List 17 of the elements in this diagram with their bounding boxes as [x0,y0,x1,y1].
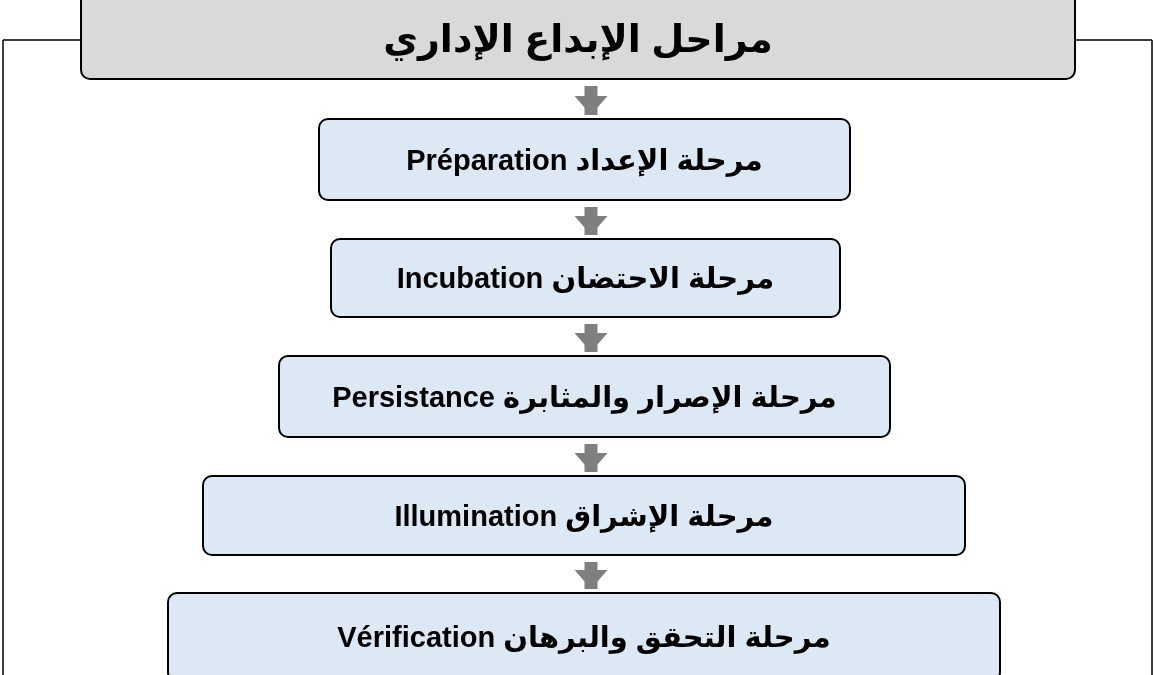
title-box [80,0,1076,80]
arrow [574,86,608,115]
arrow [574,207,608,235]
arrow [574,444,608,472]
stage-box [330,238,841,318]
stage-box [167,592,1001,675]
title-text: مراحل الإبداع الإداري [383,17,773,61]
arrow [574,324,608,352]
stage-label: Préparation مرحلة الإعداد [406,142,763,177]
stage-box [278,355,891,438]
stage-label: Vérification مرحلة التحقق والبرهان [337,620,831,654]
stage-label: Incubation مرحلة الاحتضان [396,261,775,295]
stage-label: Persistance مرحلة الإصرار والمثابرة [332,379,837,414]
arrow [574,562,608,589]
stage-label: Illumination مرحلة الإشراق [394,498,774,533]
stage-box [202,475,966,556]
stage-box [318,118,851,201]
